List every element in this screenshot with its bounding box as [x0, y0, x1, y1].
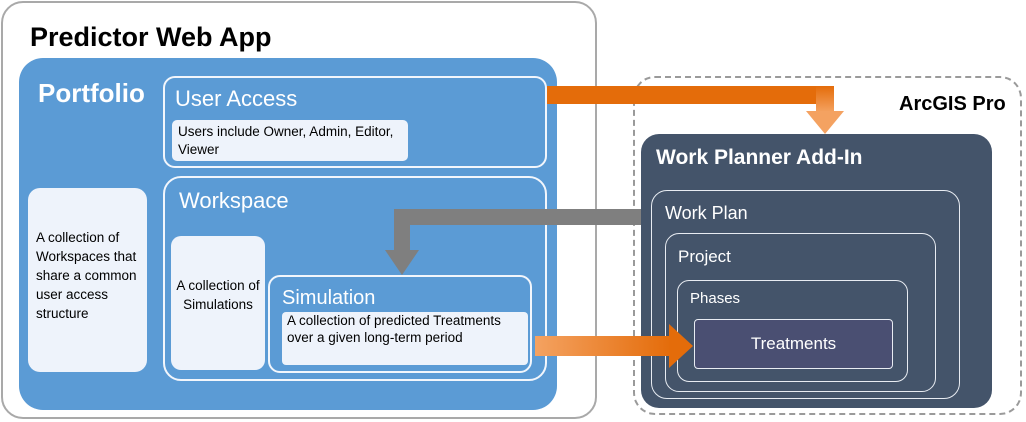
phases-box — [677, 280, 908, 382]
workspace-description: A collection of Simulations — [171, 236, 265, 370]
user-access-description: Users include Owner, Admin, Editor, View… — [172, 120, 408, 161]
arcgis-pro-frame — [633, 76, 1022, 415]
project-box — [665, 233, 936, 392]
user-access-box — [163, 76, 547, 168]
treatments-box: Treatments — [694, 319, 893, 369]
portfolio-title: Portfolio — [38, 78, 145, 108]
arcgis-pro-title: ArcGIS Pro — [899, 93, 1006, 115]
simulation-description: A collection of predicted Treatments ove… — [282, 312, 528, 365]
predictor-web-app-title: Predictor Web App — [30, 22, 272, 52]
simulation-title: Simulation — [282, 287, 376, 309]
work-planner-add-in-title: Work Planner Add-In — [656, 146, 863, 169]
phases-title: Phases — [690, 290, 741, 307]
arrow-user-access-to-add-in — [547, 86, 844, 134]
project-title: Project — [678, 247, 731, 266]
work-plan-title: Work Plan — [665, 203, 748, 223]
workspace-title: Workspace — [179, 188, 289, 213]
work-plan-box — [651, 190, 960, 399]
arrow-work-plan-to-simulation — [385, 209, 641, 275]
workspace-box — [163, 176, 547, 381]
simulation-box — [268, 275, 532, 373]
user-access-title: User Access — [175, 86, 298, 111]
arrow-simulation-to-treatments — [535, 324, 693, 368]
portfolio-description: A collection of Workspaces that share a … — [28, 188, 147, 372]
